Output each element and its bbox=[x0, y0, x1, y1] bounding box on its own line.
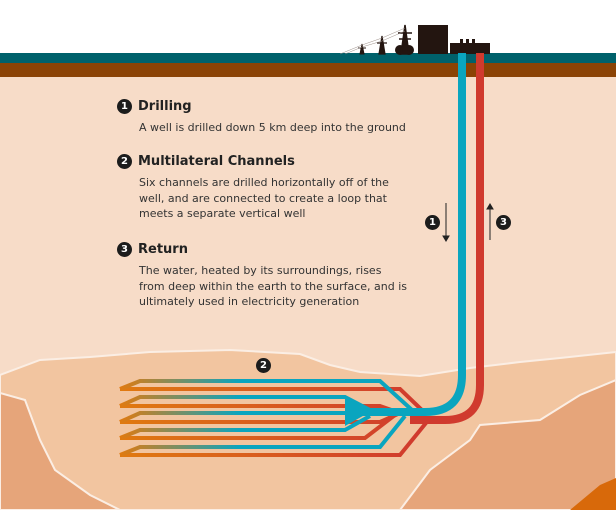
step-description: Six channels are drilled horizontally of… bbox=[139, 176, 389, 220]
cold-channel bbox=[119, 379, 414, 412]
step-title: Return bbox=[138, 242, 188, 257]
cold-arrowhead bbox=[345, 398, 370, 426]
power-plant-icon bbox=[339, 24, 490, 55]
step-description: The water, heated by its surroundings, r… bbox=[139, 264, 408, 308]
cold-channel bbox=[119, 411, 370, 424]
sky bbox=[0, 0, 616, 53]
cold-channel bbox=[119, 395, 371, 412]
deep-rock-layer bbox=[570, 478, 616, 510]
cold-channel bbox=[119, 414, 407, 457]
step-2-marker: 2 bbox=[256, 358, 271, 373]
step-drilling: 1 Drilling A well is drilled down 5 km de… bbox=[117, 99, 417, 136]
cold-channel bbox=[119, 414, 371, 440]
step-title: Multilateral Channels bbox=[138, 154, 295, 169]
return-well bbox=[410, 53, 484, 424]
step-title: Drilling bbox=[138, 99, 192, 114]
step-return: 3 Return The water, heated by its surroun… bbox=[117, 242, 417, 310]
surface-layer bbox=[0, 53, 616, 63]
hot-channel bbox=[120, 387, 427, 415]
step-1-marker: 1 bbox=[425, 215, 440, 230]
step-number-badge: 2 bbox=[117, 154, 132, 169]
step-number-badge: 3 bbox=[117, 242, 132, 257]
hot-channel bbox=[120, 416, 432, 457]
cold-channels bbox=[119, 379, 414, 457]
soil-layer bbox=[0, 63, 616, 77]
lower-rock-layer-left bbox=[0, 391, 121, 510]
step-multilateral-channels: 2 Multilateral Channels Six channels are … bbox=[117, 154, 417, 222]
injection-well bbox=[360, 53, 466, 416]
step-3-marker: 3 bbox=[496, 215, 511, 230]
step-description: A well is drilled down 5 km deep into th… bbox=[139, 121, 406, 134]
step-number-badge: 1 bbox=[117, 99, 132, 114]
flow-arrows bbox=[442, 203, 494, 242]
lower-rock-layer-right bbox=[398, 378, 616, 510]
hot-channel bbox=[120, 413, 397, 440]
